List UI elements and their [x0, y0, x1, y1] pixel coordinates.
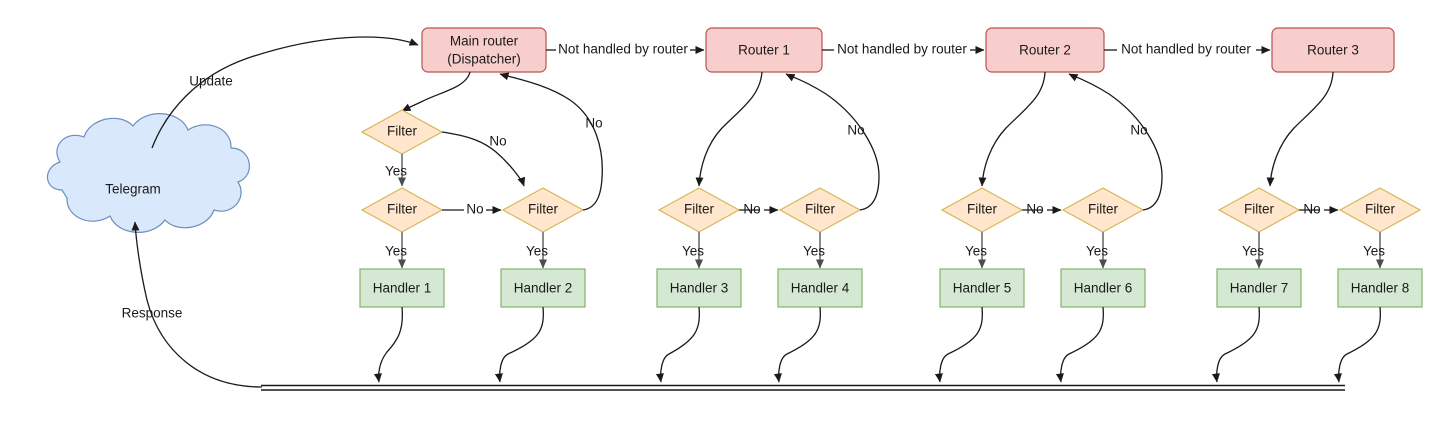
edge-label-no-d-right: No — [585, 116, 602, 131]
edge-label-yes-h4: Yes — [803, 244, 825, 259]
edge-handler4-to-bar — [773, 306, 821, 383]
edge-d-right-no-to-dispatcher — [499, 72, 603, 211]
edge-label-no-r2-left: No — [1026, 202, 1043, 217]
handler-5-label: Handler 5 — [953, 281, 1012, 296]
node-handler-7[interactable]: Handler 7 — [1216, 268, 1302, 308]
edge-router3-to-filter-left — [1266, 71, 1334, 187]
handler-3-label: Handler 3 — [670, 281, 729, 296]
node-router-2[interactable]: Router 2 — [985, 27, 1105, 73]
filter-r2-left-label: Filter — [967, 202, 998, 217]
edge-handler7-to-bar — [1211, 306, 1260, 383]
node-filter-r1-right[interactable]: Filter — [778, 187, 862, 233]
node-main-router[interactable]: Main router (Dispatcher) — [421, 27, 547, 73]
edge-label-no-r1-right: No — [847, 123, 864, 138]
edge-label-not-handled-2: Not handled by router — [837, 42, 967, 57]
filter-r1-right-label: Filter — [805, 202, 836, 217]
edge-label-update: Update — [189, 74, 233, 89]
edge-r2-right-no-to-router2 — [1068, 73, 1163, 211]
edge-handler2-to-bar — [494, 306, 544, 383]
router-3-label: Router 3 — [1307, 43, 1359, 58]
node-filter-d-right[interactable]: Filter — [501, 187, 585, 233]
edge-response — [131, 221, 263, 388]
edge-label-yes-h5: Yes — [965, 244, 987, 259]
edge-label-yes-h8: Yes — [1363, 244, 1385, 259]
edge-label-no-r2-right: No — [1130, 123, 1147, 138]
edge-label-yes-h3: Yes — [682, 244, 704, 259]
edge-label-yes-d-top: Yes — [385, 164, 407, 179]
handler-8-label: Handler 8 — [1351, 281, 1410, 296]
filter-d-top-label: Filter — [387, 124, 418, 139]
node-handler-3[interactable]: Handler 3 — [656, 268, 742, 308]
filter-r1-left-label: Filter — [684, 202, 715, 217]
node-handler-6[interactable]: Handler 6 — [1060, 268, 1146, 308]
edge-label-no-r3-left: No — [1303, 202, 1320, 217]
node-filter-r3-right[interactable]: Filter — [1338, 187, 1422, 233]
edge-label-yes-h2: Yes — [526, 244, 548, 259]
node-handler-5[interactable]: Handler 5 — [939, 268, 1025, 308]
main-router-label-line1: Main router — [450, 34, 519, 49]
edge-handler1-to-bar — [373, 306, 404, 383]
edge-r1-right-no-to-router1 — [785, 73, 880, 211]
edge-label-yes-h1: Yes — [385, 244, 407, 259]
node-telegram-cloud[interactable]: Telegram — [46, 113, 250, 233]
node-handler-2[interactable]: Handler 2 — [500, 268, 586, 308]
filter-r3-right-label: Filter — [1365, 202, 1396, 217]
edge-label-not-handled-3: Not handled by router — [1121, 42, 1251, 57]
node-handler-8[interactable]: Handler 8 — [1337, 268, 1423, 308]
filter-d-right-label: Filter — [528, 202, 559, 217]
node-filter-r2-right[interactable]: Filter — [1061, 187, 1145, 233]
filter-r3-left-label: Filter — [1244, 202, 1275, 217]
edge-update — [151, 36, 419, 149]
handler-4-label: Handler 4 — [791, 281, 850, 296]
node-handler-1[interactable]: Handler 1 — [359, 268, 445, 308]
node-filter-r1-left[interactable]: Filter — [657, 187, 741, 233]
edge-filter-d-top-no — [441, 131, 526, 187]
telegram-cloud-label: Telegram — [105, 182, 161, 197]
edge-dispatcher-to-filter-top — [401, 71, 471, 112]
merge-bar — [261, 384, 1345, 391]
node-filter-d-top[interactable]: Filter — [360, 109, 444, 155]
filter-d-left-label: Filter — [387, 202, 418, 217]
edge-handler8-to-bar — [1333, 306, 1381, 383]
node-router-3[interactable]: Router 3 — [1271, 27, 1395, 73]
edge-handler3-to-bar — [655, 306, 701, 383]
handler-2-label: Handler 2 — [514, 281, 573, 296]
main-router-label-line2: (Dispatcher) — [447, 52, 521, 67]
node-filter-r2-left[interactable]: Filter — [940, 187, 1024, 233]
handler-1-label: Handler 1 — [373, 281, 432, 296]
edge-label-response: Response — [122, 306, 183, 321]
node-handler-4[interactable]: Handler 4 — [777, 268, 863, 308]
edge-handler6-to-bar — [1055, 306, 1104, 383]
node-filter-d-left[interactable]: Filter — [360, 187, 444, 233]
filter-r2-right-label: Filter — [1088, 202, 1119, 217]
edge-router2-to-filter-left — [978, 71, 1046, 187]
edge-label-yes-h7: Yes — [1242, 244, 1264, 259]
edge-label-no-d-left: No — [466, 202, 483, 217]
edge-router1-to-filter-left — [695, 71, 763, 187]
edge-label-not-handled-1: Not handled by router — [558, 42, 688, 57]
node-filter-r3-left[interactable]: Filter — [1217, 187, 1301, 233]
edge-label-yes-h6: Yes — [1086, 244, 1108, 259]
edge-label-no-r1-left: No — [743, 202, 760, 217]
handler-6-label: Handler 6 — [1074, 281, 1133, 296]
router-1-label: Router 1 — [738, 43, 790, 58]
handler-7-label: Handler 7 — [1230, 281, 1289, 296]
node-router-1[interactable]: Router 1 — [705, 27, 823, 73]
edge-label-no-d-top: No — [489, 134, 506, 149]
router-2-label: Router 2 — [1019, 43, 1071, 58]
edge-handler5-to-bar — [934, 306, 983, 383]
